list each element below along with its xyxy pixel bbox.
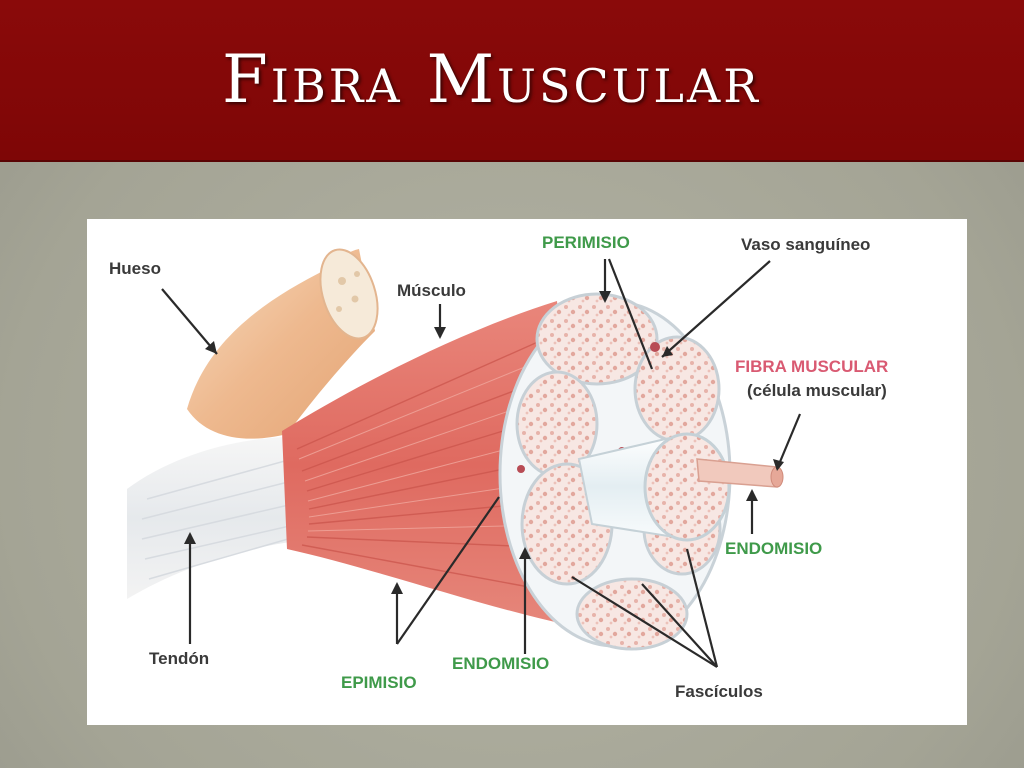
label-endomisio-bottom: ENDOMISIO <box>452 654 550 673</box>
label-hueso: Hueso <box>109 259 161 278</box>
label-fasciculos: Fascículos <box>675 682 763 701</box>
bone-end <box>319 248 379 340</box>
label-perimisio: PERIMISIO <box>542 233 630 252</box>
title-bar: Fibra Muscular <box>0 0 1024 162</box>
arrow-heads <box>184 291 784 594</box>
tendon-shape <box>127 437 297 599</box>
label-musculo: Músculo <box>397 281 466 300</box>
leader-lines <box>161 258 802 668</box>
muscle-illustration <box>127 248 802 668</box>
label-celula-muscular: (célula muscular) <box>747 381 887 400</box>
label-fibra-muscular: FIBRA MUSCULAR <box>735 357 889 376</box>
label-epimisio: EPIMISIO <box>341 673 417 692</box>
muscle-diagram: Hueso Músculo PERIMISIO Vaso sanguíneo F… <box>87 219 967 725</box>
label-endomisio-right: ENDOMISIO <box>725 539 823 558</box>
slide-title: Fibra Muscular <box>222 41 761 118</box>
label-tendon: Tendón <box>149 649 210 668</box>
label-vaso-sanguineo: Vaso sanguíneo <box>741 235 871 254</box>
